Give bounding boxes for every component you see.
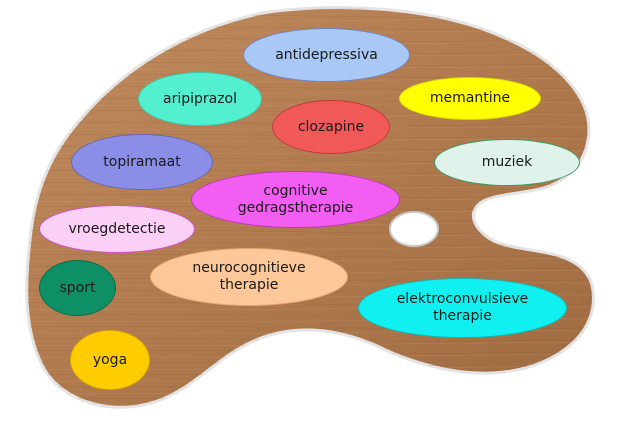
bubble-clozapine: clozapine [272, 100, 390, 154]
bubble-label-line: sport [59, 279, 96, 296]
thumb-hole [389, 211, 439, 247]
bubble-label-line: aripiprazol [162, 90, 238, 107]
bubble-label-line: memantine [429, 90, 511, 106]
bubble-label-line: cognitive [263, 182, 328, 199]
bubble-aripiprazol: aripiprazol [138, 72, 262, 126]
bubble-label-line: therapie [433, 308, 492, 324]
bubble-yoga: yoga [70, 330, 150, 390]
bubble-label-line: muziek [481, 154, 533, 170]
bubble-topiramaat: topiramaat [71, 134, 213, 190]
bubble-label-line: elektroconvulsieve [396, 291, 529, 307]
bubble-label-line: clozapine [297, 118, 365, 135]
bubble-label-line: topiramaat [103, 153, 181, 170]
bubble-sport: sport [39, 260, 116, 316]
bubble-vroegdetectie: vroegdetectie [39, 205, 195, 253]
bubble-antidepressiva: antidepressiva [243, 28, 410, 82]
bubble-label-line: vroegdetectie [68, 220, 166, 237]
bubble-label-line: neurocognitieve [192, 260, 306, 276]
bubble-muziek: muziek [434, 139, 580, 186]
bubble-label-line: antidepressiva [275, 46, 378, 63]
bubble-label-line: therapie [219, 277, 279, 293]
bubble-memantine: memantine [399, 77, 541, 120]
bubble-label-line: yoga [92, 351, 128, 368]
bubble-label-line: gedragstherapie [237, 199, 354, 216]
